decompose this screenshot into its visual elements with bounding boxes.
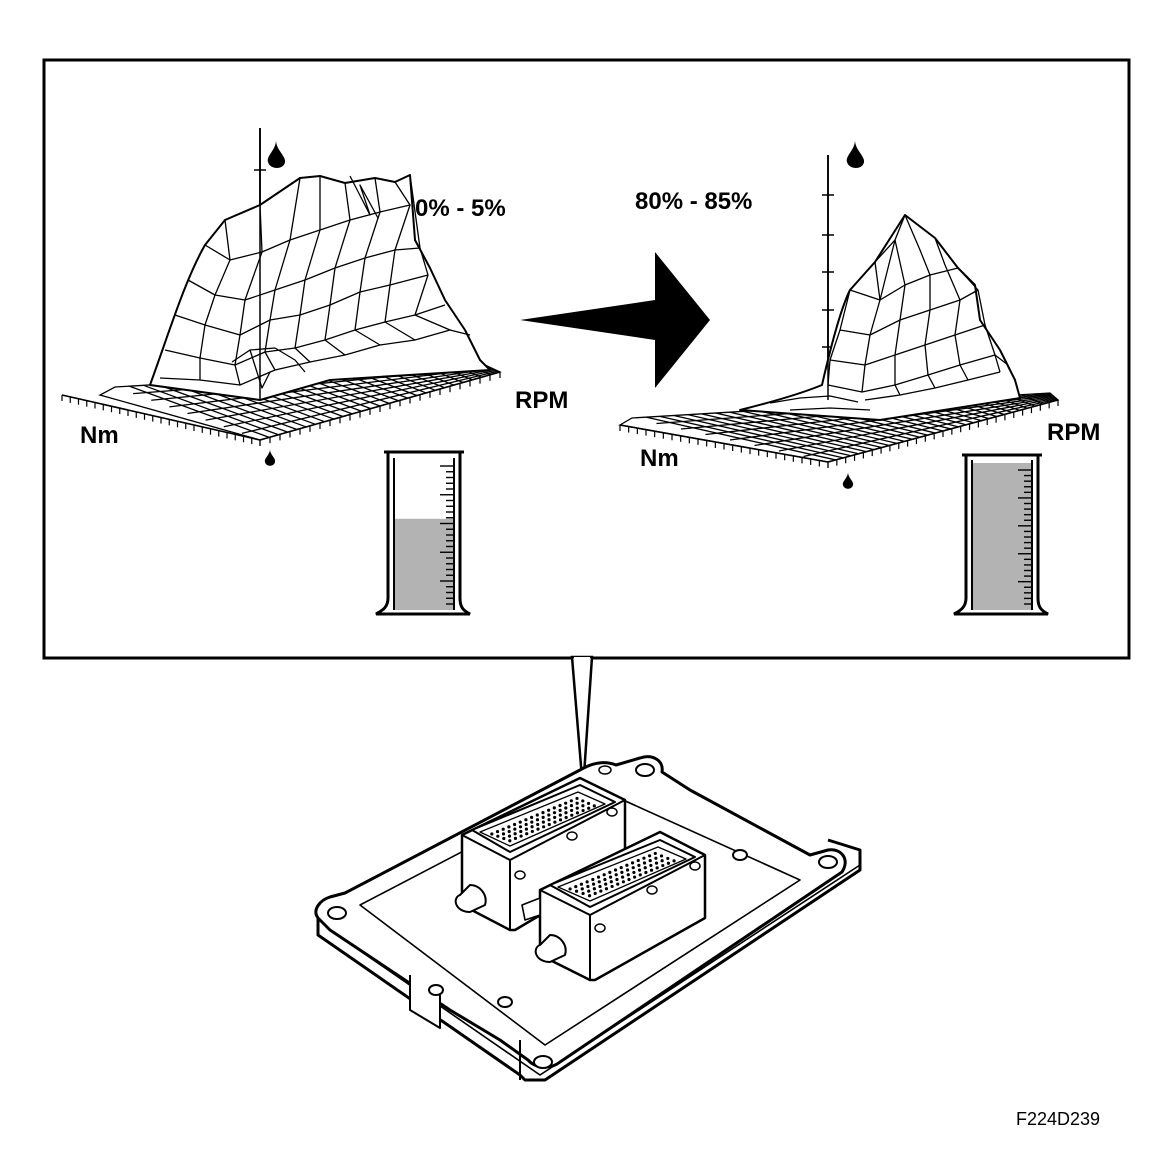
- left-rpm-label: RPM: [515, 387, 568, 414]
- fuel-drop-icon: [264, 449, 276, 466]
- right-percent-label: 80% - 85%: [635, 188, 752, 215]
- fuel-drop-icon: [267, 140, 286, 168]
- left-nm-label: Nm: [80, 422, 119, 449]
- left-cylinder-fuel-level: [394, 518, 454, 610]
- figure-code: F224D239: [1016, 1109, 1100, 1129]
- right-rpm-label: RPM: [1047, 419, 1100, 446]
- left-percent-label: 0% - 5%: [415, 195, 506, 222]
- fuel-drop-icon: [846, 140, 865, 168]
- right-cylinder-fuel-level: [972, 463, 1032, 610]
- right-nm-label: Nm: [640, 445, 679, 472]
- ecu-control-unit-icon: [314, 755, 862, 1082]
- measuring-cylinder-icon: [953, 453, 1049, 616]
- ecu-connector-upper: [454, 776, 627, 932]
- arrow-right-icon: [520, 252, 710, 388]
- right-fuel-map: 80% - 85% RPM Nm: [618, 140, 1100, 616]
- fuel-drop-icon: [842, 472, 854, 489]
- ecu-connector-lower: [521, 830, 707, 982]
- left-fuel-map: 0% - 5% RPM Nm: [61, 128, 568, 616]
- measuring-cylinder-icon: [375, 450, 471, 616]
